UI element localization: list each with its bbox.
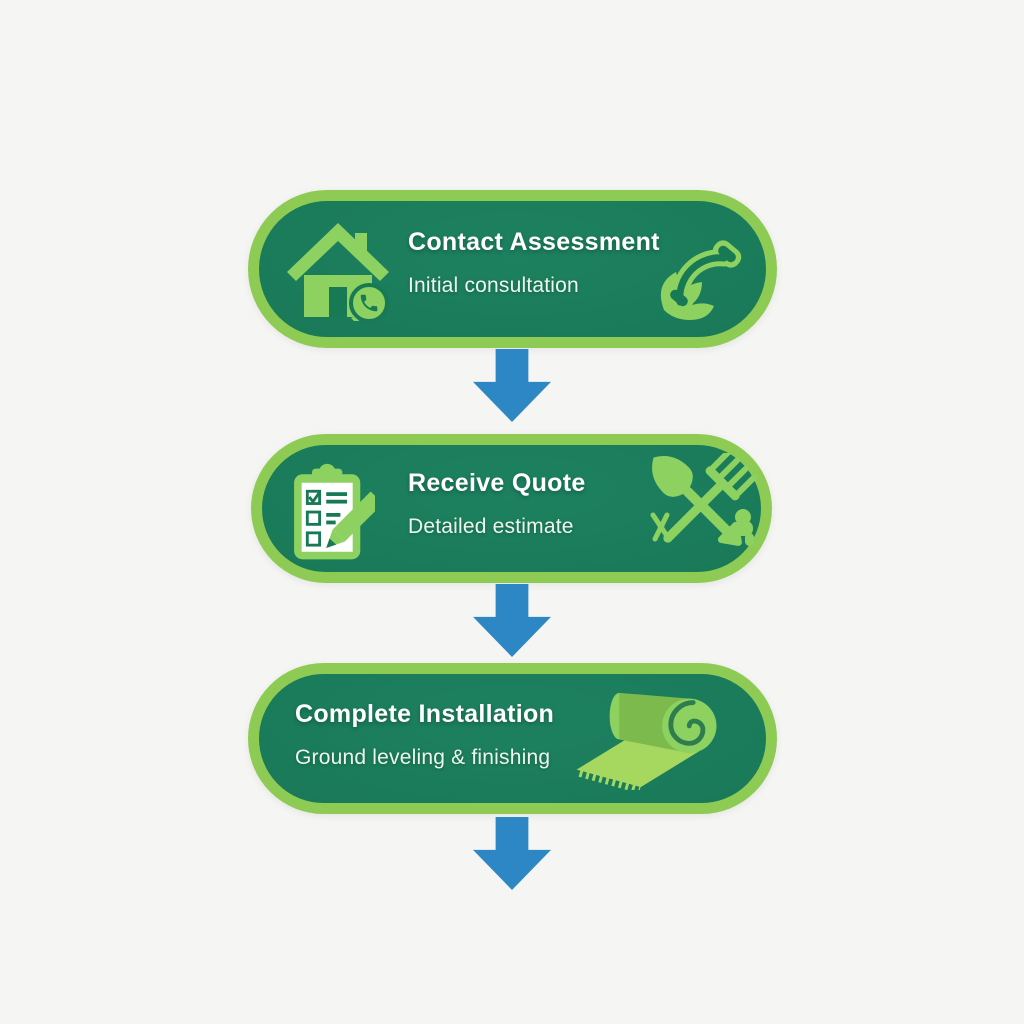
turf-roll-icon — [572, 688, 758, 790]
down-arrow — [473, 584, 551, 657]
garden-tools-icon — [645, 453, 757, 565]
step-title: Receive Quote — [408, 469, 586, 497]
step-subtitle: Initial consultation — [408, 273, 579, 297]
step-title: Contact Assessment — [408, 228, 660, 256]
step-receive-quote: Receive Quote Detailed estimate — [251, 434, 772, 583]
step-complete-installation: Complete Installation Ground leveling & … — [248, 663, 777, 814]
step-text: Receive Quote Detailed estimate — [408, 469, 586, 538]
step-contact-assessment: Contact Assessment Initial consultation — [248, 190, 777, 348]
phone-leaf-icon — [650, 228, 750, 328]
step-title: Complete Installation — [295, 700, 555, 728]
step-text: Complete Installation Ground leveling & … — [295, 700, 555, 769]
step-subtitle: Detailed estimate — [408, 514, 574, 538]
down-arrow — [473, 817, 551, 890]
step-subtitle: Ground leveling & finishing — [295, 745, 551, 769]
house-phone-icon — [283, 221, 393, 321]
clipboard-checklist-icon — [285, 461, 375, 565]
down-arrow — [473, 349, 551, 422]
step-text: Contact Assessment Initial consultation — [408, 228, 660, 297]
